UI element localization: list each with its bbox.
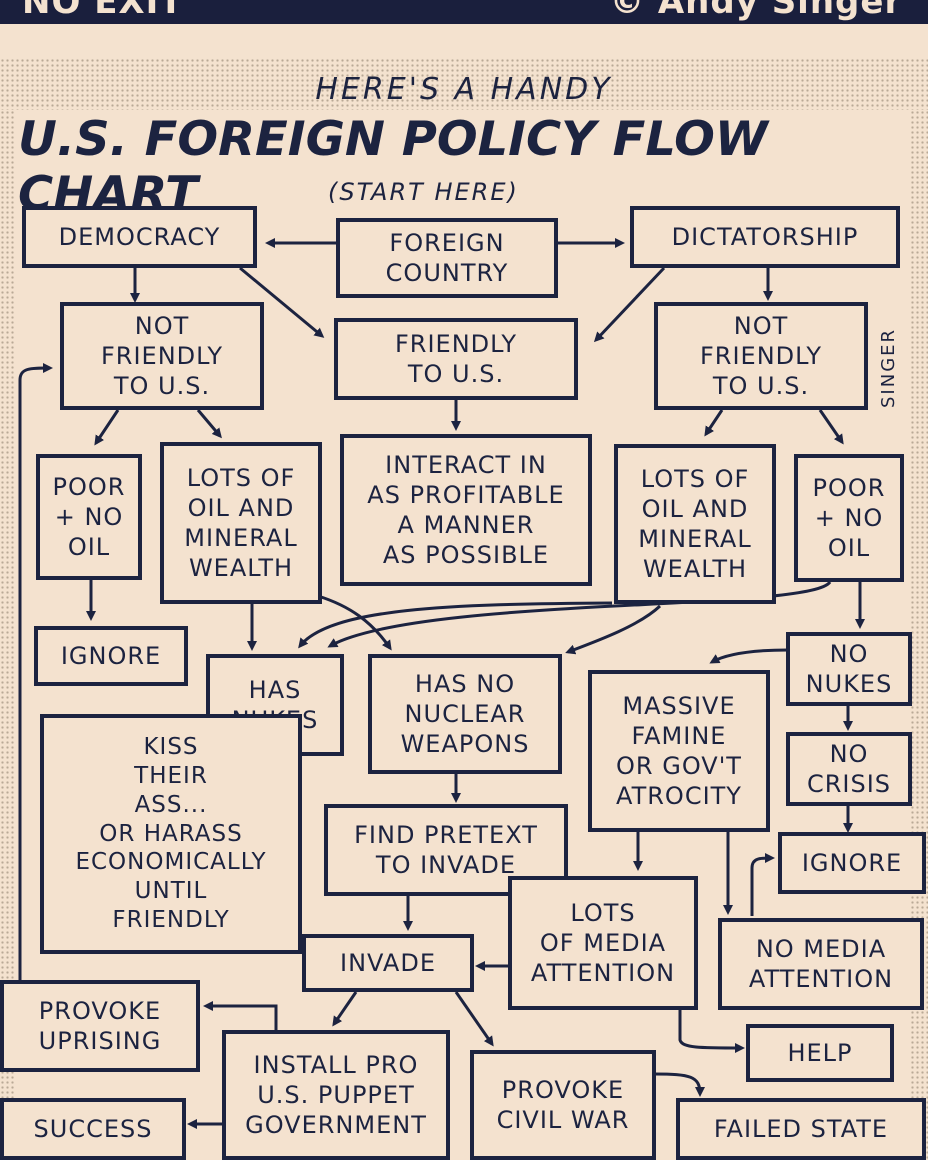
node-ignore-left: IGNORE [34, 626, 188, 686]
node-label: FIND PRETEXT TO INVADE [354, 821, 538, 879]
node-label: IGNORE [60, 642, 162, 670]
node-poor-left: POOR + NO OIL [36, 454, 142, 580]
node-label: LOTS OF OIL AND MINERAL WEALTH [184, 464, 298, 582]
node-label: KISS THEIR ASS... OR HARASS ECONOMICALLY… [75, 734, 267, 933]
node-not-friendly-right: NOT FRIENDLY TO U.S. [654, 302, 868, 410]
node-label: INSTALL PRO U.S. PUPPET GOVERNMENT [245, 1051, 427, 1139]
node-label: NOT FRIENDLY TO U.S. [700, 312, 822, 400]
node-provoke-civil-war: PROVOKE CIVIL WAR [470, 1050, 656, 1160]
stipple-top [0, 58, 928, 110]
arrow-poorright-hasnukes [327, 580, 832, 648]
node-label: POOR + NO OIL [812, 474, 886, 562]
node-label: FRIENDLY TO U.S. [395, 330, 517, 388]
node-label: NO CRISIS [806, 740, 892, 798]
node-interact: INTERACT IN AS PROFITABLE A MANNER AS PO… [340, 434, 592, 586]
node-lots-media: LOTS OF MEDIA ATTENTION [508, 876, 698, 1010]
header-band: NO EXIT © Andy Singer [0, 0, 928, 24]
node-label: HAS NO NUCLEAR WEAPONS [400, 670, 530, 758]
node-label: SUCCESS [33, 1115, 153, 1143]
node-no-nukes: NO NUKES [786, 632, 912, 706]
node-famine: MASSIVE FAMINE OR GOV'T ATROCITY [588, 670, 770, 832]
node-label: MASSIVE FAMINE OR GOV'T ATROCITY [616, 692, 742, 810]
arrow-oil-nonuclear [317, 594, 392, 651]
arrow-nfl-oil [196, 409, 222, 439]
arrow-democracy-friendly [239, 266, 325, 338]
node-invade: INVADE [302, 934, 474, 992]
node-label: PROVOKE UPRISING [38, 997, 162, 1055]
node-label: NO NUKES [805, 640, 893, 698]
node-poor-right: POOR + NO OIL [794, 454, 904, 582]
title-subheading: HERE'S A HANDY [315, 72, 613, 107]
node-not-friendly-left: NOT FRIENDLY TO U.S. [60, 302, 264, 410]
strip-title: NO EXIT [22, 0, 184, 22]
arrow-invade-puppet [332, 991, 358, 1027]
node-no-media: NO MEDIA ATTENTION [718, 918, 924, 1010]
node-label: IGNORE [801, 849, 903, 877]
arrow-media-help [678, 1010, 745, 1053]
node-label: NO MEDIA ATTENTION [748, 935, 894, 993]
start-note: (START HERE) [328, 178, 519, 206]
arrow-nfl-poor [94, 409, 120, 446]
node-label: POOR + NO OIL [52, 473, 126, 561]
strip-credit: © Andy Singer [610, 0, 903, 22]
node-install-puppet: INSTALL PRO U.S. PUPPET GOVERNMENT [222, 1030, 450, 1160]
node-label: PROVOKE CIVIL WAR [496, 1076, 630, 1134]
node-failed-state: FAILED STATE [676, 1098, 926, 1160]
stipple-right [910, 110, 928, 1160]
arrow-nomedia-ignore [750, 853, 775, 916]
node-oil-right: LOTS OF OIL AND MINERAL WEALTH [614, 444, 776, 604]
node-label: DEMOCRACY [58, 223, 221, 251]
node-label: FAILED STATE [713, 1115, 889, 1143]
node-label: LOTS OF MEDIA ATTENTION [530, 899, 676, 987]
node-friendly: FRIENDLY TO U.S. [334, 318, 578, 400]
node-oil-left: LOTS OF OIL AND MINERAL WEALTH [160, 442, 322, 604]
node-label: FOREIGN COUNTRY [385, 229, 509, 287]
arrow-puppet-uprising [203, 1001, 278, 1032]
arrow-invade-civilwar [454, 991, 494, 1047]
arrow-nfr-poor [818, 409, 844, 445]
node-label: HELP [787, 1039, 853, 1067]
arrow-uprising-loop [18, 363, 53, 990]
arrow-civilwar-failed [653, 1072, 705, 1097]
node-label: INVADE [340, 949, 436, 977]
node-success: SUCCESS [0, 1098, 186, 1160]
node-ignore-right: IGNORE [778, 832, 926, 894]
node-no-crisis: NO CRISIS [786, 732, 912, 806]
node-democracy: DEMOCRACY [22, 206, 257, 268]
node-label: INTERACT IN AS PROFITABLE A MANNER AS PO… [367, 451, 565, 569]
node-provoke-uprising: PROVOKE UPRISING [0, 980, 200, 1072]
arrow-nonukes-famine [709, 648, 789, 664]
arrow-dictatorship-friendly [593, 266, 666, 343]
arrow-nfr-oil [704, 409, 724, 437]
node-label: NOT FRIENDLY TO U.S. [101, 312, 223, 400]
node-dictatorship: DICTATORSHIP [630, 206, 900, 268]
arrow-oilright-nonuclear [565, 604, 662, 655]
node-kiss-or-harass: KISS THEIR ASS... OR HARASS ECONOMICALLY… [40, 714, 302, 954]
stipple-left [0, 110, 14, 1160]
node-find-pretext: FIND PRETEXT TO INVADE [324, 804, 568, 896]
node-foreign-country: FOREIGN COUNTRY [336, 218, 558, 298]
node-no-nuclear-weapons: HAS NO NUCLEAR WEAPONS [368, 654, 562, 774]
node-label: DICTATORSHIP [671, 223, 859, 251]
arrow-oilright-hasnukes [298, 601, 613, 649]
node-help: HELP [746, 1024, 894, 1082]
node-label: LOTS OF OIL AND MINERAL WEALTH [638, 465, 752, 583]
